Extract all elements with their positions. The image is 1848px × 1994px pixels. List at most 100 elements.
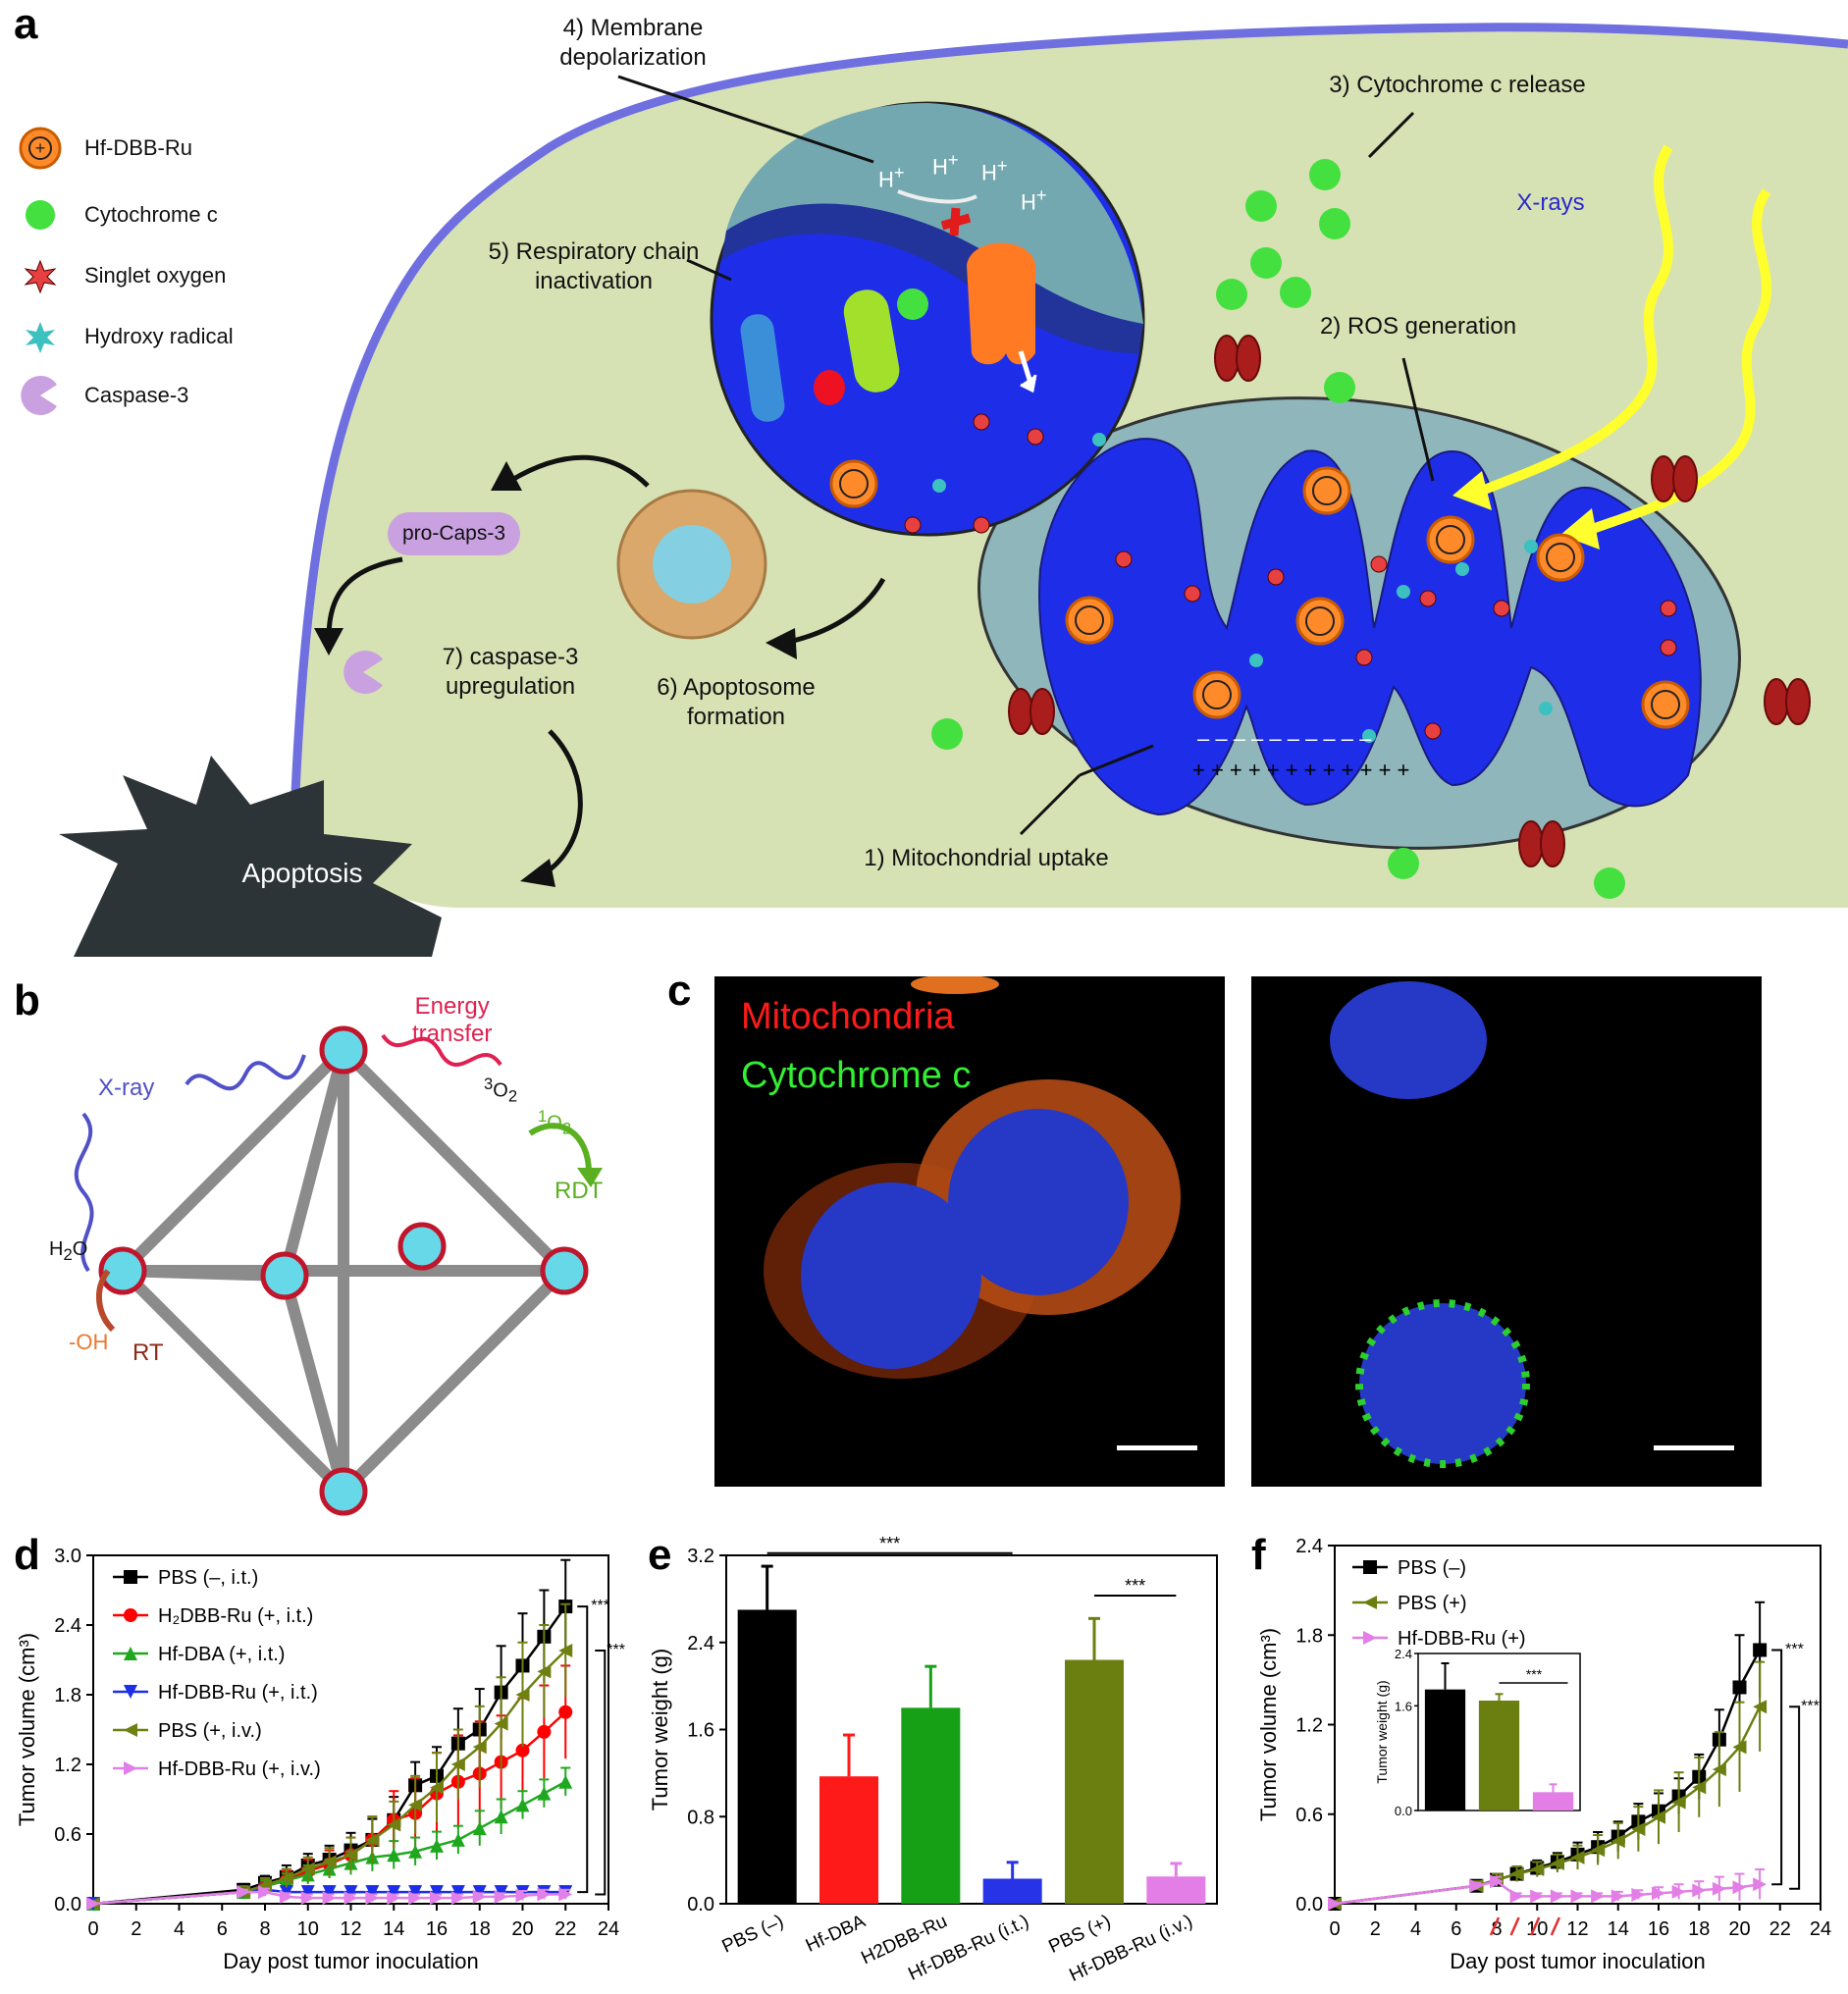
data-point — [558, 1887, 573, 1902]
y-tick-label: 1.8 — [54, 1685, 81, 1706]
y-tick-label: 1.8 — [1295, 1625, 1323, 1647]
panel-letter-e: e — [648, 1531, 672, 1579]
xray-label-b: X-ray — [98, 1075, 155, 1101]
x-tick-label: 18 — [469, 1918, 491, 1940]
data-point — [494, 1810, 508, 1824]
x-axis-label: Day post tumor inoculation — [223, 1949, 478, 1973]
mof-structure — [74, 1025, 603, 1516]
data-point — [408, 1891, 423, 1906]
data-point — [1692, 1883, 1707, 1898]
legend-label: H₂DBB-Ru (+, i.t.) — [158, 1605, 313, 1627]
legend-label: Caspase-3 — [84, 383, 189, 407]
data-point — [365, 1832, 380, 1847]
cell-membrane — [290, 23, 1848, 815]
data-point — [558, 1705, 573, 1719]
x-tick-label: 2 — [131, 1918, 141, 1940]
cytochrome-c-icon — [18, 192, 63, 237]
significance-bracket — [1789, 1705, 1801, 1890]
x-tick-label: 24 — [598, 1918, 619, 1940]
y-tick-label: 2.4 — [687, 1633, 714, 1654]
singlet-oxygen-icon — [18, 253, 63, 298]
data-point — [430, 1780, 444, 1795]
data-point — [515, 1888, 530, 1903]
complex-red — [814, 370, 845, 405]
legend-label: Hf-DBA (+, i.t.) — [158, 1644, 285, 1665]
y-tick-label: 3.2 — [687, 1546, 714, 1567]
data-point — [537, 1724, 552, 1739]
significance-label: *** — [1125, 1576, 1145, 1596]
mitochondrion-matrix — [1038, 438, 1702, 816]
data-point — [279, 1889, 293, 1904]
x-tick-label: 14 — [1608, 1918, 1629, 1940]
x-axis-label: Day post tumor inoculation — [1450, 1949, 1705, 1973]
legend-row-singlet-oxygen: Singlet oxygen — [18, 253, 226, 298]
y-axis-label: Tumor volume (cm³) — [1256, 1628, 1281, 1821]
caspase-3-icon — [18, 373, 63, 418]
data-point — [1509, 1889, 1524, 1904]
micrograph-treated — [1251, 976, 1762, 1487]
singlet-oxygen-label: 1O2 — [538, 1107, 572, 1138]
dosing-arrow — [1489, 1916, 1501, 1936]
series-4 — [86, 1602, 573, 1911]
data-point — [1610, 1834, 1625, 1849]
legend-marker — [1363, 1596, 1377, 1609]
data-point — [1570, 1850, 1585, 1864]
data-point — [343, 1891, 358, 1906]
x-tick-label: 20 — [1728, 1918, 1750, 1940]
series-2 — [1328, 1868, 1768, 1911]
data-point — [365, 1885, 380, 1900]
data-point — [1328, 1897, 1342, 1911]
x-tick-label: PBS (–) — [719, 1911, 787, 1957]
inset-bar — [1532, 1792, 1574, 1810]
data-point — [1550, 1889, 1564, 1904]
pro-caps-3-badge: pro-Caps-3 — [388, 512, 520, 555]
x-tick-label: 10 — [297, 1918, 319, 1940]
data-point — [1550, 1856, 1564, 1870]
dosing-arrow — [1530, 1916, 1541, 1936]
data-point — [300, 1885, 315, 1900]
panel-letter-a: a — [14, 0, 38, 48]
legend-marker — [124, 1723, 137, 1737]
significance-bracket — [577, 1605, 589, 1894]
y-tick-label: 1.6 — [687, 1720, 714, 1742]
significance-label: *** — [1785, 1641, 1804, 1657]
data-point — [1610, 1889, 1625, 1904]
legend-marker — [124, 1570, 137, 1584]
rt-label: RT — [132, 1339, 164, 1366]
legend-row-hf-dbb-ru: + Hf-DBB-Ru — [18, 126, 192, 171]
data-point — [408, 1798, 423, 1812]
inset-bar — [1424, 1689, 1466, 1810]
data-point — [300, 1862, 315, 1876]
data-point — [1469, 1878, 1484, 1893]
y-axis-label: Tumor weight (g) — [648, 1649, 672, 1810]
data-point — [1530, 1863, 1545, 1877]
significance-bracket — [1771, 1649, 1783, 1886]
h-plus-2: H+ — [932, 149, 959, 180]
zoom-membrane-band — [721, 203, 1143, 353]
legend-row-cytochrome-c: Cytochrome c — [18, 192, 218, 237]
data-point — [387, 1848, 401, 1863]
complex-orange — [967, 242, 1035, 365]
legend-marker — [124, 1685, 137, 1699]
data-point — [1732, 1680, 1747, 1695]
data-point — [472, 1821, 487, 1836]
x-tick-label: 22 — [554, 1918, 576, 1940]
x-tick-label: 4 — [174, 1918, 185, 1940]
hydroxy-radical-icon — [18, 314, 63, 359]
data-point — [1671, 1795, 1686, 1810]
legend-label: Singlet oxygen — [84, 263, 227, 288]
data-point — [365, 1891, 380, 1906]
x-tick-label: 16 — [1648, 1918, 1669, 1940]
xray-wave-2 — [1588, 188, 1771, 535]
y-axis-label: Tumor volume (cm³) — [15, 1633, 39, 1826]
bar — [819, 1776, 878, 1904]
plot-frame — [725, 1554, 1218, 1905]
legend-label: Hf-DBB-Ru (+, i.t.) — [158, 1682, 318, 1704]
data-point — [558, 1644, 573, 1658]
inset-bar — [1478, 1701, 1520, 1810]
